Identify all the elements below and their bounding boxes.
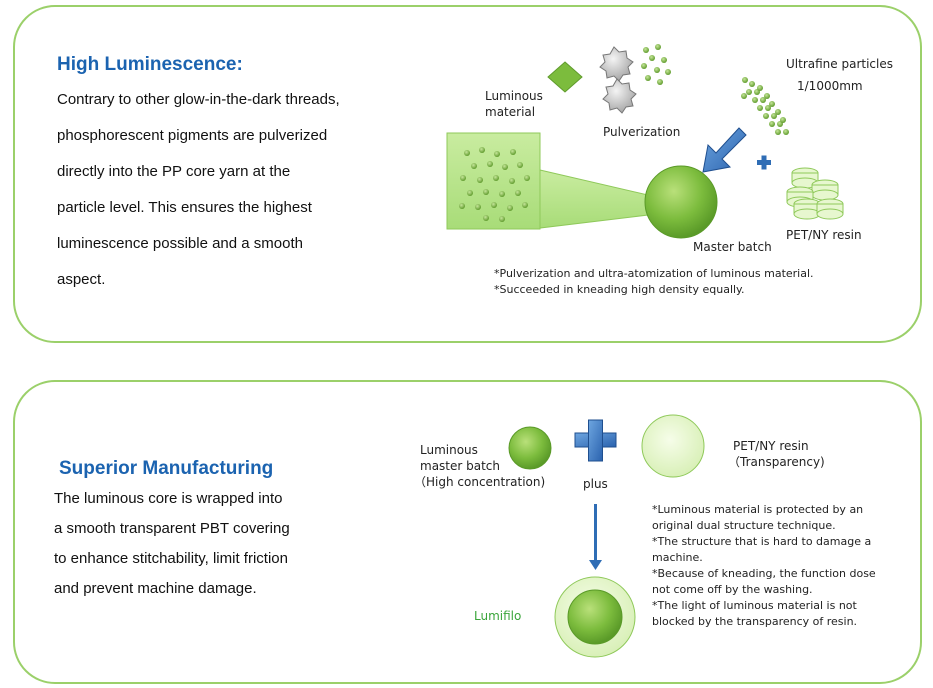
resin-label-2: （Transparency)	[728, 455, 825, 469]
section2-heading: Superior Manufacturing	[59, 458, 274, 479]
section1-heading: High Luminescence:	[57, 54, 243, 75]
luminous-material-label-2: material	[485, 105, 536, 119]
down-left-arrow-icon	[702, 127, 747, 173]
master-batch-ball	[644, 165, 718, 239]
pulverization-gears-icon	[599, 46, 637, 114]
magnified-particles	[459, 147, 530, 222]
luminous-material-label-1: Luminous	[485, 89, 543, 103]
section2-note: not come off by the washing.	[652, 583, 813, 596]
resin-label: PET/NY resin	[786, 228, 862, 242]
plus-icon	[757, 155, 771, 170]
section2-line: The luminous core is wrapped into	[54, 490, 283, 507]
section2-line: a smooth transparent PBT covering	[54, 520, 290, 537]
luminous-material-diamond	[547, 61, 583, 93]
section2-note: blocked by the transparency of resin.	[652, 615, 858, 628]
section2-body: The luminous core is wrapped into a smoo…	[54, 484, 290, 604]
magnified-particles-box	[446, 132, 541, 230]
section1-body: Contrary to other glow-in-the-dark threa…	[57, 82, 340, 298]
section2-note: *Luminous material is protected by an	[652, 503, 864, 516]
resin-label-1: PET/NY resin	[733, 439, 809, 453]
section1-note: *Pulverization and ultra-atomization of …	[494, 267, 814, 280]
plus-label: plus	[583, 477, 608, 491]
section1-line: aspect.	[57, 271, 106, 288]
master-batch-label: Master batch	[693, 240, 772, 254]
master-batch-label-1: Luminous	[420, 443, 478, 457]
ultrafine-particles-cluster	[741, 77, 789, 135]
pulverized-dots	[641, 44, 671, 85]
section2-note: original dual structure technique.	[652, 519, 836, 532]
section2-note: *Because of kneading, the function dose	[652, 567, 876, 580]
section1-note: *Succeeded in kneading high density equa…	[494, 283, 745, 296]
section2-note: *The light of luminous material is not	[652, 599, 857, 612]
section2-line: and prevent machine damage.	[54, 580, 257, 597]
superior-manufacturing-panel	[13, 380, 922, 684]
plus-cross-icon	[574, 419, 617, 462]
lumifilo-label: Lumifilo	[474, 609, 522, 623]
section1-line: Contrary to other glow-in-the-dark threa…	[57, 91, 340, 108]
section1-line: particle level. This ensures the highest	[57, 199, 312, 216]
ultrafine-label-2: 1/1000mm	[797, 79, 863, 93]
ultrafine-label-1: Ultrafine particles	[786, 57, 893, 71]
section2-note: *The structure that is hard to damage a	[652, 535, 872, 548]
resin-transparent-circle	[641, 414, 705, 478]
master-batch-label-3: （High concentration)	[414, 475, 546, 489]
section1-line: phosphorescent pigments are pulverized	[57, 127, 328, 144]
section2-notes: *Luminous material is protected by an or…	[652, 502, 876, 630]
section1-notes: *Pulverization and ultra-atomization of …	[494, 266, 814, 298]
pulverization-label: Pulverization	[603, 125, 681, 139]
section2-note: machine.	[652, 551, 703, 564]
section1-line: directly into the PP core yarn at the	[57, 163, 291, 180]
master-batch-ball-2	[508, 426, 552, 470]
section2-line: to enhance stitchability, limit friction	[54, 550, 288, 567]
master-batch-label-2: master batch	[420, 459, 501, 473]
down-arrow-icon	[589, 504, 602, 570]
lumifilo-core	[567, 589, 623, 645]
section1-line: luminescence possible and a smooth	[57, 235, 303, 252]
resin-pellets-icon	[786, 167, 844, 220]
